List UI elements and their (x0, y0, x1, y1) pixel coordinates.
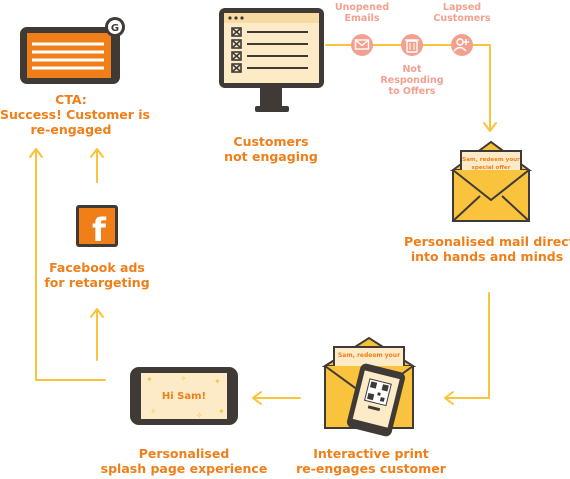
arrow-head-to-splash (252, 391, 262, 405)
svg-text:✦: ✦ (218, 407, 225, 416)
email-icon (351, 34, 373, 56)
trash-icon (401, 34, 423, 56)
svg-text:✦: ✦ (146, 375, 153, 384)
arrow-head-to-facebook (90, 308, 104, 318)
add-user-icon (451, 34, 473, 56)
facebook-icon (76, 205, 118, 247)
arrow-to-triggers (325, 44, 491, 131)
svg-text:✧: ✧ (180, 374, 187, 383)
splash-label: Personalised splash page experience (100, 446, 268, 476)
arrow-mail-to-print (445, 292, 490, 399)
arrow-head-facebook-to-cta (90, 148, 104, 158)
svg-text:✧: ✧ (196, 411, 203, 420)
mail-label: Personalised mail direct into hands and … (404, 234, 570, 264)
customers-label: Customers not engaging (224, 134, 318, 164)
not-responding-label: Not Responding to Offers (380, 64, 444, 97)
arrow-head-to-mail (483, 122, 497, 132)
phone-qr-icon (346, 363, 406, 437)
mail-card-line-2: special offer (472, 165, 511, 171)
splash-screen-text: Hi Sam! (162, 391, 206, 402)
cta-label: CTA: Success! Customer is re-engaged (0, 92, 150, 137)
tablet-icon (20, 17, 125, 84)
splash-phone-icon: ✦ ✦ ✧ ✦ ✧ ✧ (130, 367, 238, 425)
arrow-head-to-print (444, 391, 454, 405)
monitor-icon (219, 8, 324, 112)
unopened-emails-label: Unopened Emails (334, 2, 390, 24)
mail-card-text: Sam, redeem your special offer (462, 157, 520, 171)
facebook-label: Facebook ads for retargeting (44, 260, 150, 290)
svg-text:✧: ✧ (150, 407, 157, 416)
arrow-head-to-cta (29, 148, 43, 158)
mail-card-line-1: Sam, redeem your (462, 157, 520, 163)
lapsed-customers-label: Lapsed Customers (433, 2, 491, 24)
svg-text:✦: ✦ (214, 377, 221, 386)
print-label: Interactive print re-engages customer (296, 446, 446, 476)
facebook-letter-icon: f (92, 211, 107, 249)
tablet-badge-icon: G (111, 23, 119, 34)
mail-envelope-icon (449, 140, 533, 222)
print-card-text: Sam, redeem your (338, 352, 400, 359)
arrow-splash-to-cta (35, 149, 106, 381)
